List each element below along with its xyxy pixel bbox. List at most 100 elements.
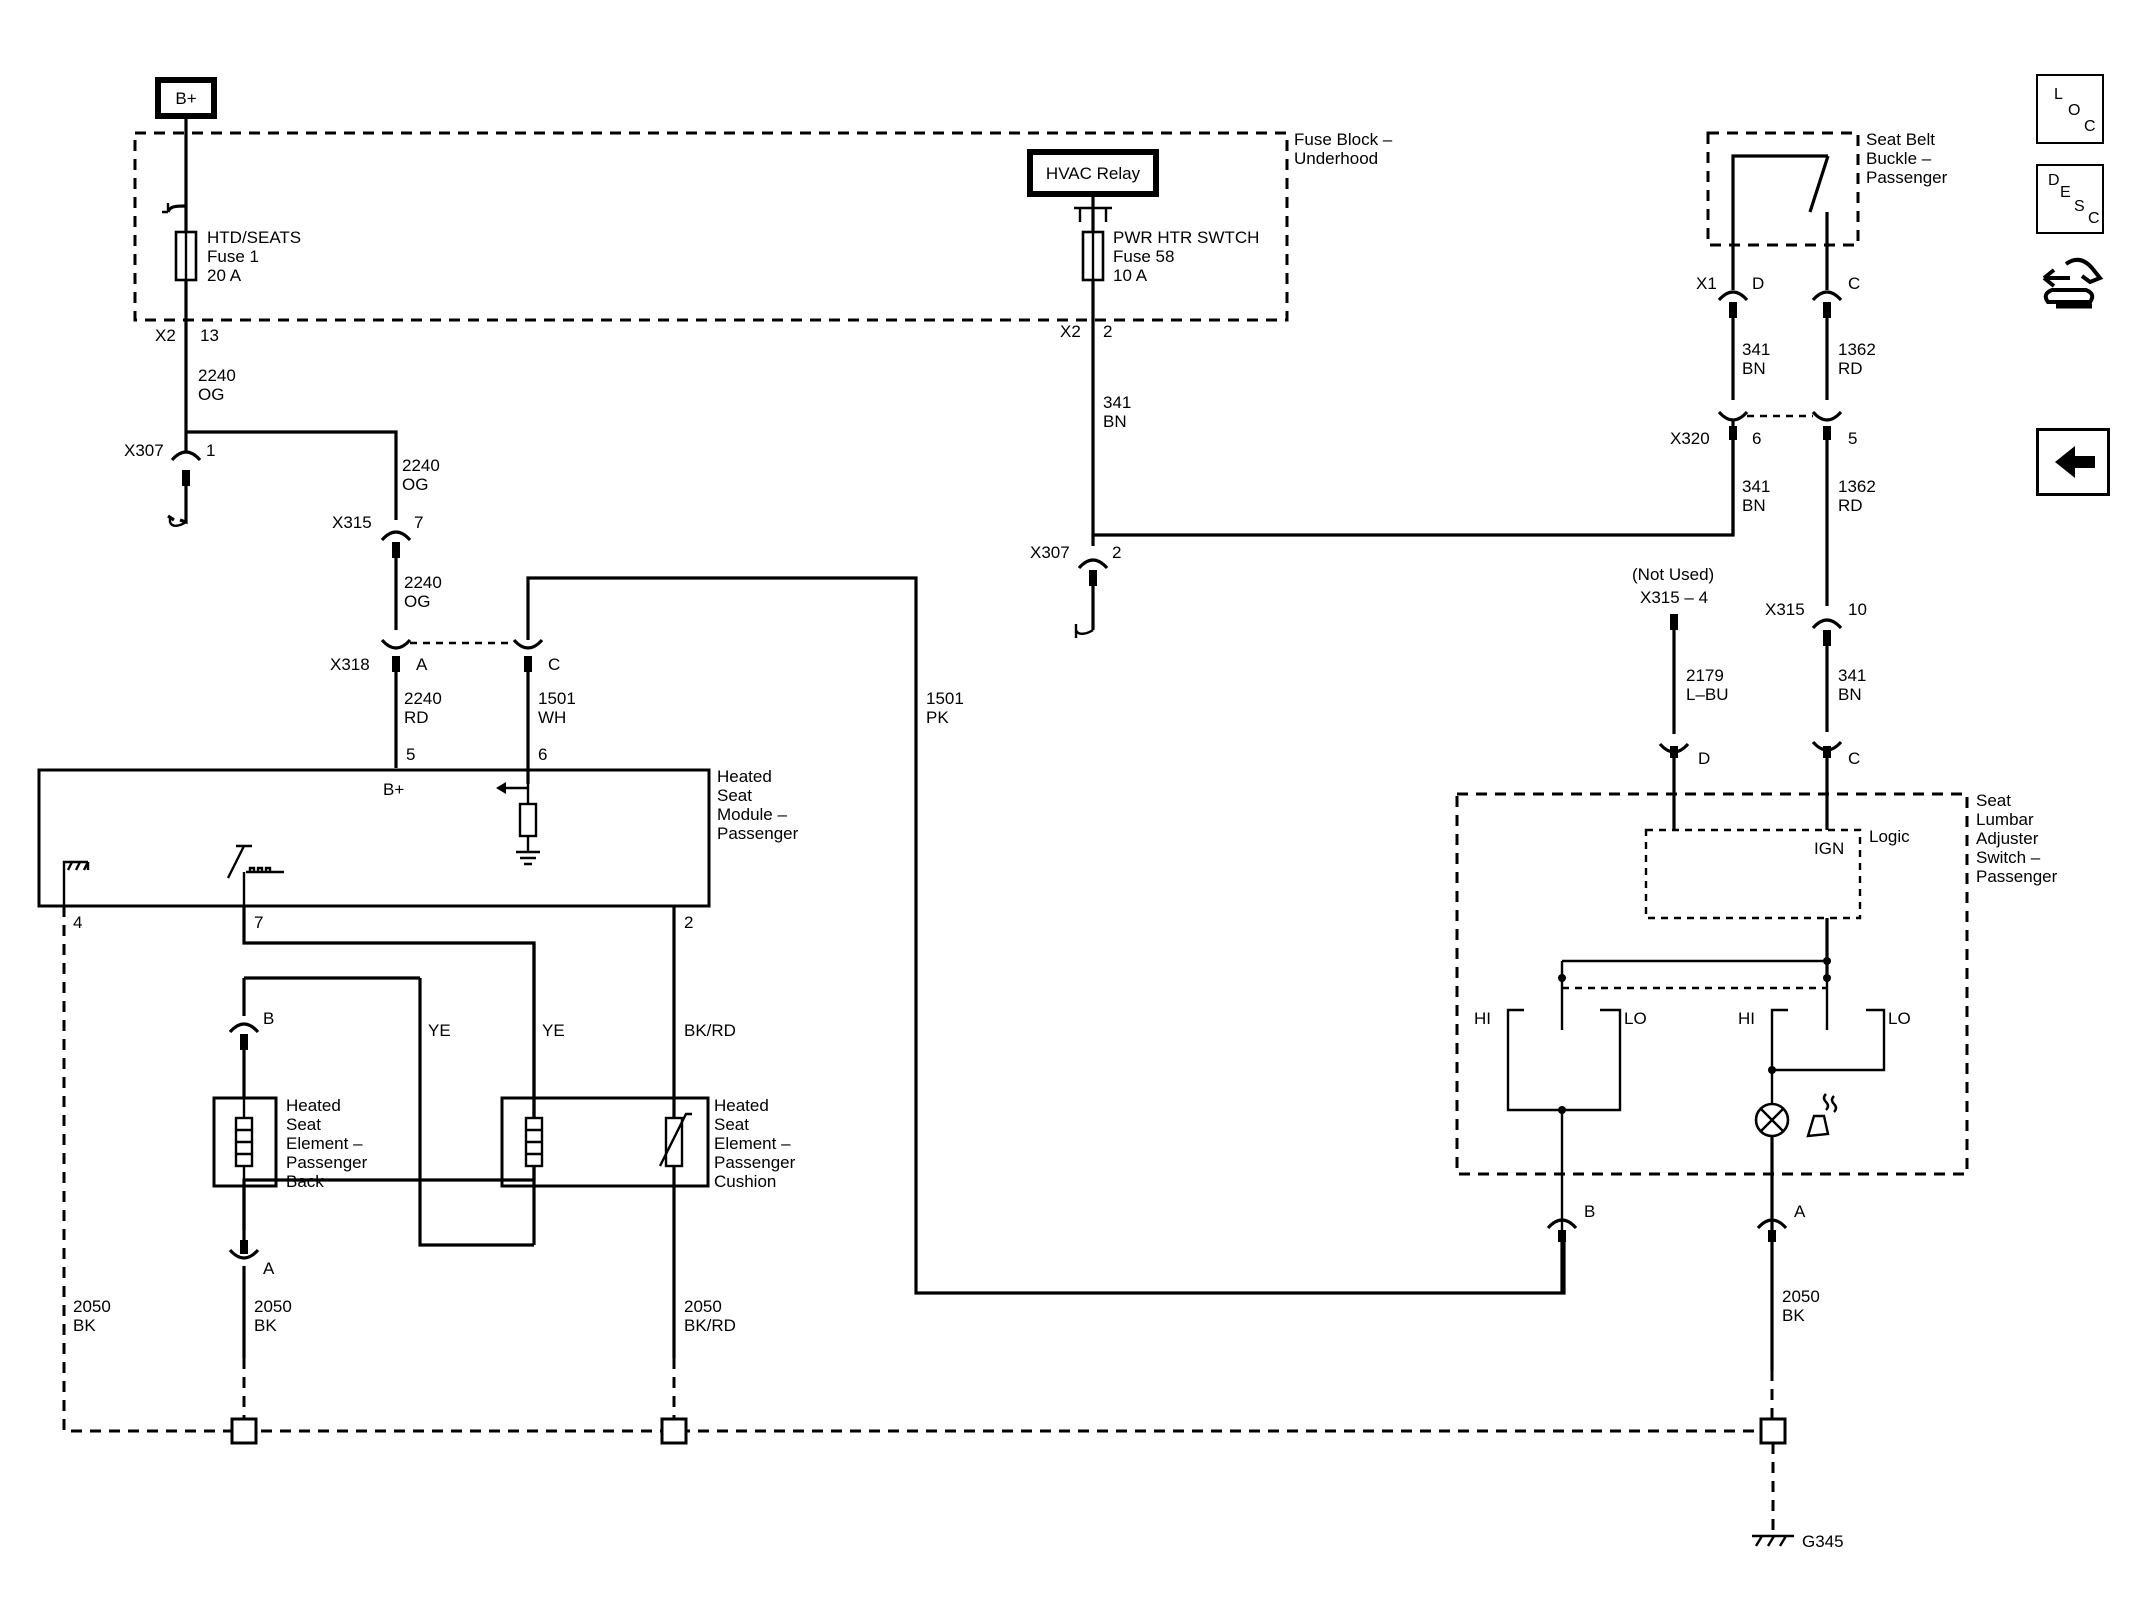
wire-341-label-b: 341 <box>1742 340 1770 359</box>
wire-bkrd-label: BK/RD <box>684 1021 736 1040</box>
connector-x307-2-icon <box>1077 558 1109 570</box>
lumbar-label-3: Adjuster <box>1976 829 2039 848</box>
splice-1-icon <box>230 1417 258 1445</box>
x2-connector-a-pin: 13 <box>200 326 219 345</box>
cushion-element-label-3: Element – <box>714 1134 791 1153</box>
connector-x318-c-icon <box>512 638 544 650</box>
desc-letter-e: E <box>2060 184 2071 201</box>
lumbar-label-2: Lumbar <box>1976 810 2034 829</box>
wire-bn-label-c: BN <box>1742 496 1766 515</box>
loc-button[interactable]: L O C <box>2036 74 2104 144</box>
wire-2050-label-a: 2050 <box>73 1297 111 1316</box>
connector-x307-1-icon <box>170 450 202 462</box>
lumbar-pin-b: B <box>1584 1202 1595 1221</box>
wire-pk-label: PK <box>926 708 949 727</box>
module-pin-5: 5 <box>406 745 415 764</box>
wire-og-label: OG <box>198 385 224 404</box>
connector-view-button[interactable] <box>2036 248 2106 328</box>
connector-back-b-icon <box>228 1022 260 1034</box>
lumbar-label-5: Passenger <box>1976 867 2058 886</box>
lo-label-b: LO <box>1888 1009 1911 1028</box>
x320-connector: X320 <box>1670 429 1710 448</box>
x315-connector-b: X315 <box>1765 600 1805 619</box>
heated-element-cushion-box <box>500 1096 710 1188</box>
ign-label: IGN <box>1814 839 1844 858</box>
connector-b-icon <box>1546 1218 1578 1230</box>
seat-belt-label-2: Buckle – <box>1866 149 1932 168</box>
ground-g345-label: G345 <box>1802 1532 1844 1551</box>
wire-1362-label-b: 1362 <box>1838 477 1876 496</box>
resistor-icon <box>518 802 538 838</box>
fuse-58-name: PWR HTR SWTCH <box>1113 228 1259 247</box>
wire-bn-label-d: BN <box>1838 685 1862 704</box>
splice-3-icon <box>1759 1417 1787 1445</box>
x2-connector-b: X2 <box>1060 322 1081 341</box>
hi-label-a: HI <box>1474 1009 1491 1028</box>
cushion-element-label-1: Heated <box>714 1096 769 1115</box>
seat-belt-buckle-outline <box>1706 131 1860 247</box>
logic-box <box>1644 828 1862 920</box>
desc-letter-d: D <box>2048 172 2060 189</box>
wire-341-label-d: 341 <box>1838 666 1866 685</box>
fuse-58-amp: 10 A <box>1113 266 1148 285</box>
cushion-element-label-5: Cushion <box>714 1172 776 1191</box>
connector-x315-7-icon <box>380 530 412 542</box>
x318-connector: X318 <box>330 655 370 674</box>
fuse-1-name: HTD/SEATS <box>207 228 301 247</box>
connector-x315-10-icon <box>1811 618 1843 630</box>
wire-rd-label-b: RD <box>1838 496 1863 515</box>
fuse-58-number: Fuse 58 <box>1113 247 1174 266</box>
module-pin-4: 4 <box>73 913 82 932</box>
module-pin-6: 6 <box>538 745 547 764</box>
bplus-label: B+ <box>175 89 196 108</box>
cushion-element-label-4: Passenger <box>714 1153 796 1172</box>
switch-hi-lo-b-icon <box>1770 1008 1886 1072</box>
chassis-ground-icon <box>62 860 90 906</box>
loc-letter-l: L <box>2054 86 2063 103</box>
fuse-block-outline <box>133 131 1289 322</box>
connector-icon <box>2042 257 2104 309</box>
arrow-left-icon <box>2055 446 2095 478</box>
wire-1501-pk-label: 1501 <box>926 689 964 708</box>
back-button[interactable] <box>2036 428 2110 496</box>
cushion-element-label-2: Seat <box>714 1115 749 1134</box>
x318-pin-a: A <box>416 655 428 674</box>
module-pin-7: 7 <box>254 913 263 932</box>
x1-connector: X1 <box>1696 274 1717 293</box>
desc-letter-s: S <box>2074 198 2085 215</box>
loc-letter-c: C <box>2084 118 2096 135</box>
module-label-1: Heated <box>717 767 772 786</box>
wire-1362-label-a: 1362 <box>1838 340 1876 359</box>
desc-letter-c: C <box>2088 210 2100 227</box>
module-bplus-label: B+ <box>383 780 404 799</box>
wire-ye-label-a: YE <box>428 1021 451 1040</box>
x307-connector-b: X307 <box>1030 543 1070 562</box>
lumbar-pin-a: A <box>1794 1202 1806 1221</box>
wire-bk-label-b: BK <box>254 1316 277 1335</box>
back-connector-b: B <box>263 1009 274 1028</box>
wire-wh-label: WH <box>538 708 566 727</box>
x315-connector-a: X315 <box>332 513 372 532</box>
module-label-2: Seat <box>717 786 752 805</box>
fuse-1-number: Fuse 1 <box>207 247 259 266</box>
seat-lumbar-switch-outline <box>1455 792 1969 1176</box>
connector-x320-5-icon <box>1811 410 1843 422</box>
x320-pin-5: 5 <box>1848 429 1857 448</box>
wire-ye-label-b: YE <box>542 1021 565 1040</box>
wire-rd-label-a: RD <box>1838 359 1863 378</box>
wire-og-label-c: OG <box>404 592 430 611</box>
wire-bn-label-b: BN <box>1742 359 1766 378</box>
x1-pin-c: C <box>1848 274 1860 293</box>
x2-connector-b-pin: 2 <box>1103 322 1112 341</box>
wire-2240-label-d: 2240 <box>404 689 442 708</box>
hvac-relay-box <box>1027 149 1159 197</box>
bplus-terminal: B+ <box>155 77 217 119</box>
seat-belt-label-1: Seat Belt <box>1866 130 1935 149</box>
wire-2240-label: 2240 <box>198 366 236 385</box>
back-element-label-2: Seat <box>286 1115 321 1134</box>
back-connector-a: A <box>263 1259 275 1278</box>
wire-lbu-label: L–BU <box>1686 685 1729 704</box>
desc-button[interactable]: D E S C <box>2036 164 2104 234</box>
connector-x1-c-icon <box>1811 290 1843 302</box>
